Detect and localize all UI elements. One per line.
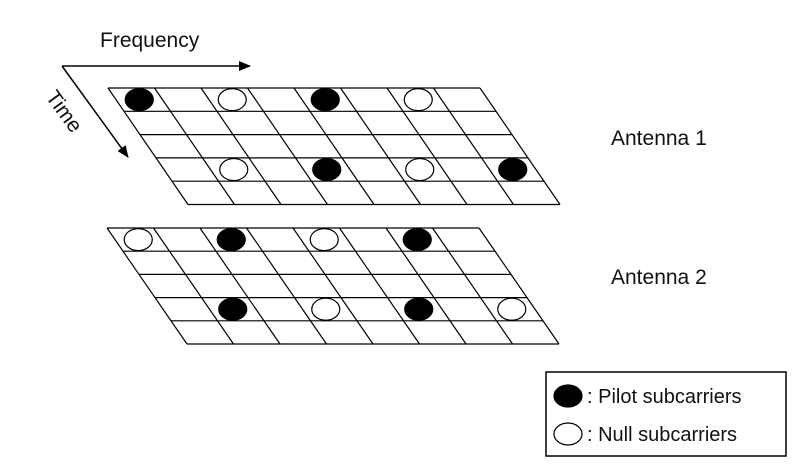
grid-column-line (433, 87, 514, 205)
grid-column-line (246, 227, 327, 345)
grid-column-line (478, 227, 560, 345)
grid-column-line (292, 227, 374, 345)
legend-pilot-label: : Pilot subcarriers (587, 386, 742, 408)
grid-column-line (154, 87, 235, 205)
grid-column-line (432, 227, 513, 345)
time-arrow (61, 65, 129, 158)
antenna-2-grid (106, 227, 560, 345)
pilot-subcarrier (498, 157, 528, 182)
grid-column-line (106, 227, 188, 345)
antenna-1-grid (107, 87, 561, 206)
pilot-subcarrier (124, 88, 154, 112)
grid-column-line (385, 227, 467, 345)
pilot-subcarrier (216, 228, 246, 252)
legend-pilot-marker (553, 384, 583, 408)
legend: : Pilot subcarriers : Null subcarriers (545, 371, 787, 457)
antenna-2-label: Antenna 2 (611, 266, 707, 289)
grid-column-line (293, 87, 375, 205)
grid-column-line (479, 87, 561, 205)
grid-column-line (153, 227, 234, 345)
frequency-axis-label: Frequency (100, 29, 200, 52)
null-subcarrier (219, 157, 249, 182)
pilot-subcarrier (218, 297, 248, 321)
null-subcarrier (217, 88, 247, 112)
null-subcarrier (405, 157, 435, 182)
null-subcarrier (311, 297, 341, 321)
legend-null-marker (553, 422, 583, 446)
null-subcarrier (123, 228, 153, 252)
pilot-subcarrier (312, 157, 342, 182)
null-subcarrier (403, 88, 433, 112)
grid-column-line (199, 227, 281, 345)
null-subcarrier (309, 228, 339, 252)
grid-column-line (107, 87, 189, 205)
pilot-subcarrier (402, 228, 432, 252)
null-subcarrier (497, 297, 527, 321)
grid-column-line (247, 87, 328, 205)
grid-column-line (339, 227, 420, 345)
pilot-subcarrier (404, 297, 434, 321)
grid-column-line (340, 87, 421, 205)
legend-box (545, 371, 787, 457)
grid-column-line (386, 87, 468, 205)
time-axis-label: Time (41, 86, 87, 137)
legend-null-label: : Null subcarriers (587, 424, 737, 446)
grid-column-line (200, 87, 282, 205)
axis-arrows (61, 61, 251, 158)
pilot-subcarrier (310, 88, 340, 112)
antenna-1-label: Antenna 1 (611, 127, 707, 150)
